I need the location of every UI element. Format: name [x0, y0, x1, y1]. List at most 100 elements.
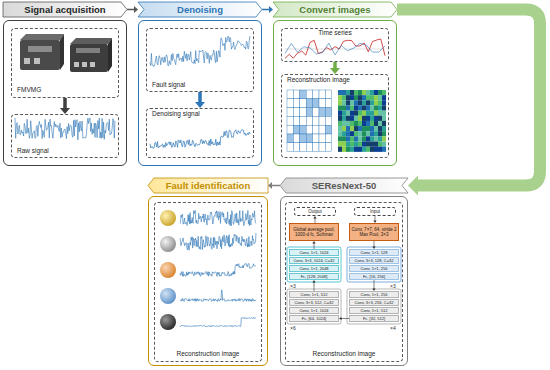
- device-plate: [76, 48, 100, 53]
- box-label: Reconstruction image: [286, 350, 402, 358]
- box-label: Time series: [282, 29, 388, 37]
- heat-cell: [366, 90, 370, 95]
- device-body: [20, 40, 60, 70]
- image-box: Reconstruction image: [281, 74, 389, 158]
- heat-cell: [350, 95, 354, 100]
- layer-label: Conv, 3×3, 128, C=32: [355, 258, 394, 263]
- signal-box: Denoising signal: [146, 108, 254, 158]
- network-box: Reconstruction imageOutputInputGlobal av…: [285, 202, 403, 362]
- heat-cell: [354, 131, 358, 136]
- heat-cell: [358, 105, 362, 110]
- heat-cell: [338, 111, 342, 116]
- stage-title: Fault identification: [149, 178, 267, 193]
- matrix-cell: [287, 125, 293, 134]
- heat-cell: [370, 131, 374, 136]
- heat-cell: [354, 95, 358, 100]
- result-box: Reconstruction image: [154, 202, 262, 362]
- heat-cell: [362, 136, 366, 141]
- heat-cell: [338, 136, 342, 141]
- heat-cell: [382, 147, 386, 152]
- flow-arrow: [195, 92, 205, 108]
- stage-panel: Fault identificationReconstruction image: [148, 196, 268, 366]
- stage-panel: Signal acquisitionFMVMGRaw signal: [3, 20, 127, 166]
- matrix-cell: [306, 125, 312, 134]
- matrix-cell: [306, 143, 312, 152]
- stage-title: Convert images: [274, 2, 396, 17]
- matrix-cell: [325, 99, 331, 108]
- heat-cell: [370, 136, 374, 141]
- heat-cell: [366, 126, 370, 131]
- flow-arrow: [312, 241, 315, 249]
- heat-cell: [374, 147, 378, 152]
- heat-cell: [346, 100, 350, 105]
- flow-arrow: [372, 280, 375, 291]
- heat-cell: [354, 136, 358, 141]
- layer-label: Conv, 1×1, 1024: [299, 250, 328, 255]
- heat-cell: [370, 105, 374, 110]
- layer-row: Conv, 1×1, 512: [289, 291, 339, 298]
- heat-cell: [346, 116, 350, 121]
- heat-cell: [350, 90, 354, 95]
- box-label: Fault signal: [152, 81, 185, 89]
- heat-cell: [366, 100, 370, 105]
- heat-cell: [366, 147, 370, 152]
- matrix-cell: [300, 90, 306, 99]
- flow-arrow: [313, 216, 316, 223]
- heat-cell: [346, 136, 350, 141]
- device-box: FMVMG: [11, 28, 119, 98]
- layer-label: Conv, 1×1, 1024: [299, 308, 328, 313]
- heat-cell: [342, 136, 346, 141]
- layer-label: Conv, 3×3, 1024, C=32: [293, 258, 334, 263]
- heat-cell: [374, 105, 378, 110]
- repeat-count: ×4: [390, 325, 396, 331]
- stage-frame: [287, 247, 341, 282]
- flow-arrow: [339, 317, 349, 320]
- heat-cell: [350, 136, 354, 141]
- arrow-line: [374, 241, 375, 247]
- layer-row: Conv, 1×1, 512: [349, 307, 399, 314]
- time-series-plot: [285, 43, 385, 55]
- stage-title: Denoising: [139, 2, 261, 17]
- heat-cell: [382, 121, 386, 126]
- heat-cell: [366, 116, 370, 121]
- matrix-grid: [287, 90, 332, 152]
- heat-cell: [374, 126, 378, 131]
- heat-cell: [354, 147, 358, 152]
- heat-cell: [342, 111, 346, 116]
- heat-cell: [346, 105, 350, 110]
- matrix-cell: [293, 134, 299, 143]
- flow-arrow: [312, 280, 315, 291]
- flow-arrow: [262, 6, 273, 13]
- heat-cell: [378, 121, 382, 126]
- heat-cell: [378, 142, 382, 147]
- repeat-count: ×6: [290, 325, 296, 331]
- matrix-cell: [300, 143, 306, 152]
- device-side: [108, 38, 112, 72]
- heat-cell: [338, 126, 342, 131]
- heat-cell: [350, 105, 354, 110]
- header-chevron: [273, 2, 397, 17]
- arrow-line: [341, 318, 349, 319]
- fault-signal-plot: [150, 36, 250, 67]
- heat-cell: [350, 142, 354, 147]
- matrix-cell: [325, 108, 331, 117]
- device-port: [90, 62, 95, 67]
- flow-arrow: [373, 216, 376, 223]
- arrow-line: [397, 10, 540, 186]
- layer-box: Conv, 7×7, 64, stride 2 Max Pool, 3×3: [349, 223, 399, 241]
- heat-cell: [342, 116, 346, 121]
- heat-cell: [382, 95, 386, 100]
- heat-cell: [370, 142, 374, 147]
- flow-arrow: [268, 182, 280, 189]
- heat-cell: [370, 126, 374, 131]
- heat-cell: [350, 147, 354, 152]
- device-side: [60, 34, 64, 70]
- arrow-head: [134, 6, 138, 13]
- arrow-head: [313, 216, 316, 219]
- matrix-cell: [300, 116, 306, 125]
- heat-cell: [350, 100, 354, 105]
- heat-cell: [354, 116, 358, 121]
- heat-cell: [342, 147, 346, 152]
- matrix-cell: [319, 125, 325, 134]
